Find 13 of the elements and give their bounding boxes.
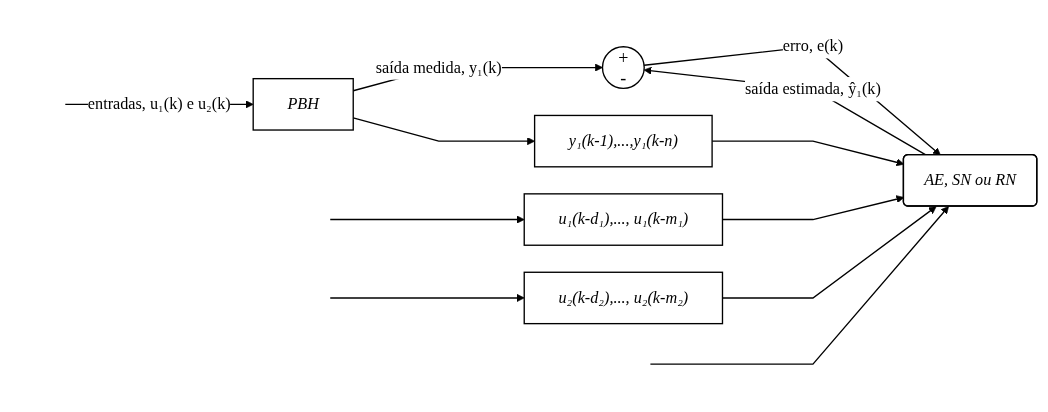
node-circle: + - [601,46,645,90]
node-box: PBH [252,78,354,131]
arrow [329,294,525,302]
edge-label: erro, e(k) [782,36,844,55]
node-box: y₁(k-1),...,y₁(k-n) [533,114,713,168]
node-box: u₁(k-d₁),..., u₁(k-m₁) [523,193,724,246]
edge-label: entradas, u₁(k) e u₂(k) [87,94,231,113]
arrow [329,215,525,224]
arrow [643,66,927,156]
arrow [649,206,949,365]
edge-label: saída medida, y₁(k) [375,58,502,77]
edge-label: saída estimada, ŷ₁(k) [745,79,881,98]
node-box: u₂(k-d₂),..., u₂(k-m₂) [523,271,724,325]
